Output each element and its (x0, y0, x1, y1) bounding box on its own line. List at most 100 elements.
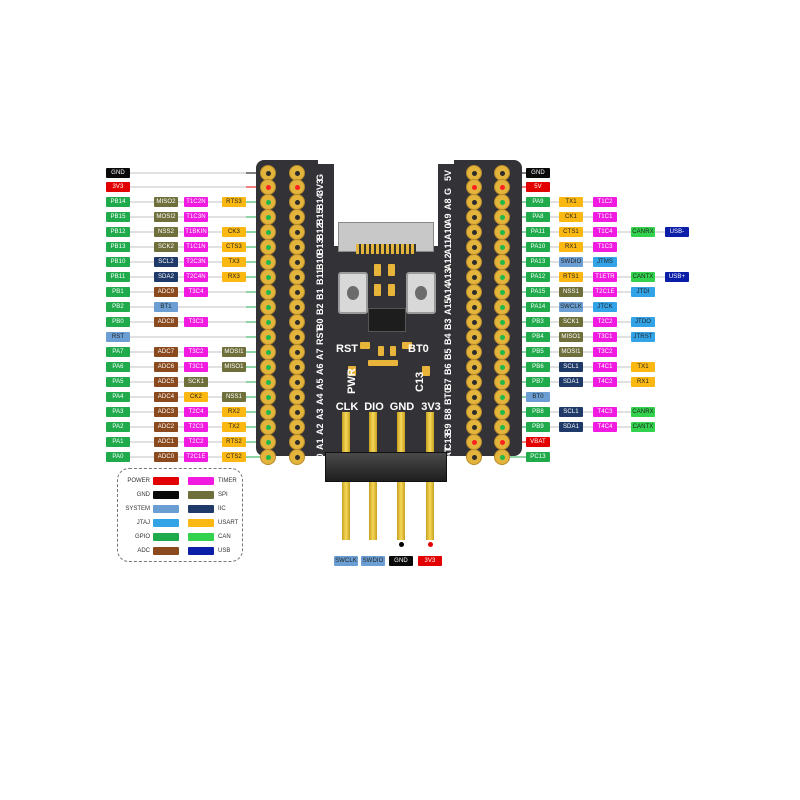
silk-label: G (443, 187, 453, 195)
pin-pad (289, 434, 305, 450)
pin-pad (260, 299, 276, 315)
pin-label-pb1: PB1 (106, 287, 130, 297)
pin-pad (260, 344, 276, 360)
pin-label-adc8: ADC8 (154, 317, 178, 327)
silk-label: C13 (414, 371, 426, 392)
legend-swatch (188, 547, 214, 555)
pin-pad (466, 254, 482, 270)
smd-component (388, 284, 395, 296)
pin-label-adc9: ADC9 (154, 287, 178, 297)
legend-label: USART (218, 520, 239, 526)
pin-pad (260, 209, 276, 225)
pin-label-rx3: RX3 (222, 272, 246, 282)
pin-label-pa4: PA4 (106, 392, 130, 402)
silk-label: B10 (315, 253, 325, 270)
silk-label: BT0 (443, 387, 453, 405)
pin-pad (466, 329, 482, 345)
pin-pad (494, 284, 510, 300)
smd-component (360, 342, 370, 349)
pin-label-mosi1: MOSI1 (222, 347, 246, 357)
pin-pad (494, 449, 510, 465)
pin-label-miso2: MISO2 (154, 197, 178, 207)
pin-label-pb7: PB7 (526, 377, 550, 387)
legend-label: TIMER (218, 478, 237, 484)
pin-label-pb8: PB8 (526, 407, 550, 417)
pin-label-3v3: 3V3 (106, 182, 130, 192)
legend-label: JTAJ (136, 520, 150, 526)
pin-label-pa5: PA5 (106, 377, 130, 387)
3v3-pin-dot (428, 542, 433, 547)
pin-pad (260, 434, 276, 450)
pin-label-gnd: GND (106, 168, 130, 178)
silk-label: A5 (315, 378, 325, 390)
pin-label-jtdo: JTDO (631, 317, 655, 327)
pin-pad (466, 344, 482, 360)
legend-swatch (188, 533, 214, 541)
pin-pad (494, 344, 510, 360)
pin-label-pb6: PB6 (526, 362, 550, 372)
pin-pad (260, 374, 276, 390)
header-silk-label: GND (389, 401, 415, 413)
legend-label: CAN (218, 534, 231, 540)
pin-label-sck1: SCK1 (184, 377, 208, 387)
header-silk-label: CLK (335, 401, 359, 413)
pin-label-sda1: SDA1 (559, 377, 583, 387)
pin-label-bt0: BT0 (526, 392, 550, 402)
silk-label: A8 (443, 198, 453, 210)
pin-label-t3c4: T3C4 (184, 287, 208, 297)
pin-label-pa9: PA9 (526, 197, 550, 207)
pin-label-t4c3: T4C3 (593, 407, 617, 417)
pin-pad (494, 165, 510, 181)
pin-label-t1c1: T1C1 (593, 212, 617, 222)
legend-swatch (153, 547, 179, 555)
silk-label: B2 (315, 303, 325, 315)
pin-pad (466, 449, 482, 465)
pin-label-tx2: TX2 (222, 422, 246, 432)
legend-swatch (188, 505, 214, 513)
pin-label-adc0: ADC0 (154, 452, 178, 462)
pin-pad (289, 284, 305, 300)
pin-label-t2c4n: T2C4N (184, 272, 208, 282)
pin-label-miso1: MISO1 (222, 362, 246, 372)
pin-label-ck1: CK1 (559, 212, 583, 222)
pin-pad (289, 344, 305, 360)
pin-label-cantx: CANTX (631, 422, 655, 432)
pin-label-vbat: VBAT (526, 437, 550, 447)
pin-pad (494, 419, 510, 435)
pin-label-sda2: SDA2 (154, 272, 178, 282)
pin-label-pa11: PA11 (526, 227, 550, 237)
legend-label: GPIO (134, 534, 150, 540)
pin-label-cantx: CANTX (631, 272, 655, 282)
rst-button[interactable] (338, 272, 368, 314)
pin-label-cts2: CTS2 (222, 452, 246, 462)
pin-label-jtck: JTCK (593, 302, 617, 312)
silk-label: A1 (315, 438, 325, 450)
pin-label-scl1: SCL1 (559, 407, 583, 417)
bt0-button[interactable] (406, 272, 436, 314)
gnd-pin-dot (399, 542, 404, 547)
pin-label-pa8: PA8 (526, 212, 550, 222)
pin-pad (260, 359, 276, 375)
pin-label-t4c4: T4C4 (593, 422, 617, 432)
pin-label-rst: RST (106, 332, 130, 342)
pin-pad (494, 299, 510, 315)
pin-pad (494, 329, 510, 345)
pin-label-t2c1e: T2C1E (184, 452, 208, 462)
silk-label: A3 (315, 408, 325, 420)
pin-pad (289, 374, 305, 390)
pin-pad (260, 224, 276, 240)
pin-label-pb2: PB2 (106, 302, 130, 312)
legend-swatch (153, 505, 179, 513)
pin-pad (260, 284, 276, 300)
legend-swatch (153, 533, 179, 541)
pin-label-rts3: RTS3 (222, 197, 246, 207)
pin-pad (494, 224, 510, 240)
pin-pad (466, 389, 482, 405)
pin-label-t2c1e: T2C1E (593, 287, 617, 297)
pin-label-pb15: PB15 (106, 212, 130, 222)
pin-pad (494, 209, 510, 225)
pin-label-t2c3n: T2C3N (184, 257, 208, 267)
pin-label-pb10: PB10 (106, 257, 130, 267)
board-notch-left (318, 158, 336, 164)
